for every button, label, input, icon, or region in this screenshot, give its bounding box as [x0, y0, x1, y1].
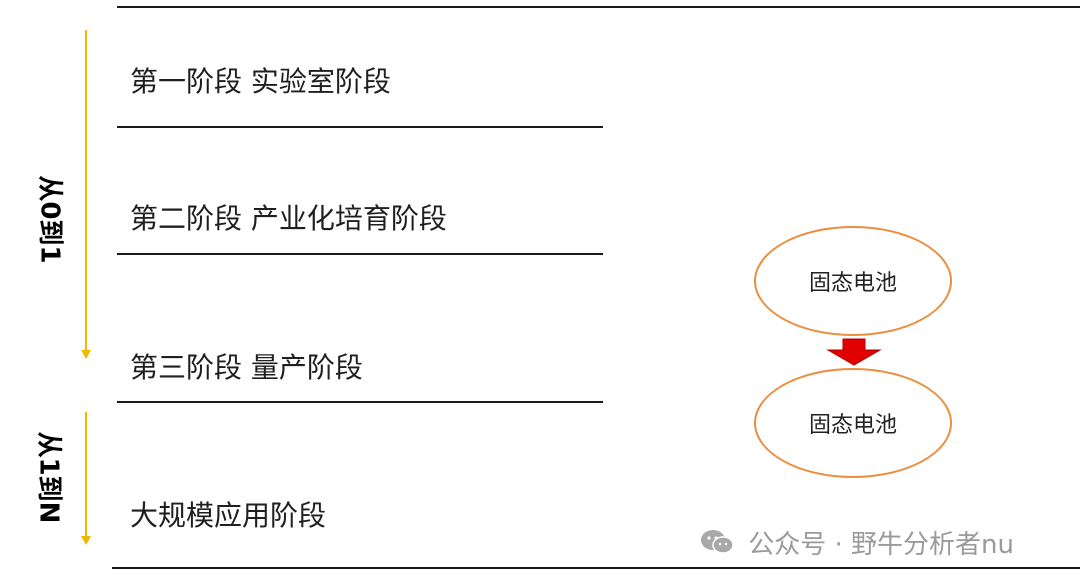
solid-state-battery-ellipse-2: 固态电池 — [754, 368, 952, 478]
phase-arrow-2-line — [85, 412, 87, 536]
top-rule — [117, 6, 1080, 8]
ellipse-label-1: 固态电池 — [808, 271, 897, 296]
watermark-text: 公众号 · 野牛分析者nu — [748, 530, 1015, 560]
stage-label-4: 大规模应用阶段 — [130, 499, 327, 532]
stage-divider-1 — [117, 126, 603, 128]
phase-label-1: 从0到1 — [34, 175, 65, 264]
phase-label-2: 从1到N — [33, 431, 64, 524]
stage-label-2: 第二阶段 产业化培育阶段 — [130, 202, 447, 235]
stage-label-3: 第三阶段 量产阶段 — [130, 351, 363, 384]
wechat-icon — [700, 528, 734, 563]
ellipse-label-2: 固态电池 — [808, 413, 897, 438]
solid-state-battery-ellipse-1: 固态电池 — [754, 226, 952, 336]
stage-divider-3 — [117, 401, 603, 403]
watermark: 公众号 · 野牛分析者nu — [700, 524, 1014, 563]
stage-label-1: 第一阶段 实验室阶段 — [130, 65, 391, 98]
phase-arrow-1-head — [81, 350, 91, 359]
bottom-rule — [112, 567, 1080, 569]
phase-arrow-2-head — [81, 536, 91, 545]
down-arrow-icon — [826, 338, 882, 366]
stage-divider-2 — [117, 253, 603, 255]
phase-arrow-1-line — [85, 30, 87, 350]
